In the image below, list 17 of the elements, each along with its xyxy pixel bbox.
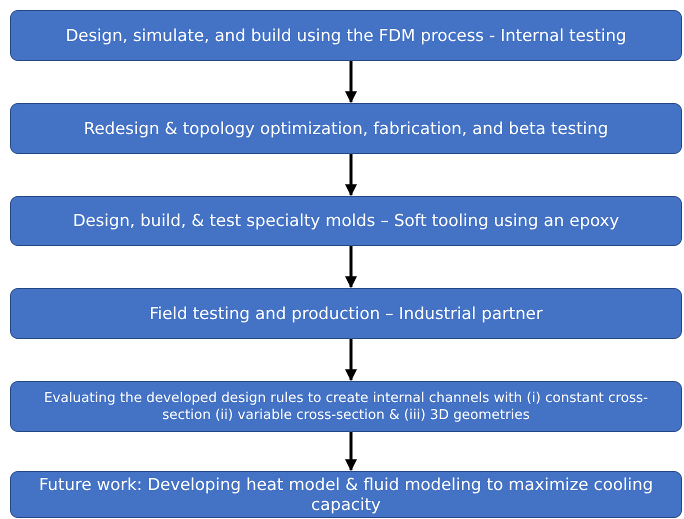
process-box: [10, 288, 682, 339]
step-text: Design, simulate, and build using the FDM process - Internal testing: [66, 26, 626, 46]
step-text: Future work: Developing heat model & fluid modeling to maximize cooling capacity: [38, 474, 654, 514]
step-text: Evaluating the developed design rules to create internal channels with (i) constant cross-section (ii) variable cross-section & (iii) 3D geometries: [43, 390, 649, 423]
arrow: [345, 154, 357, 196]
process-box: [10, 196, 682, 246]
arrow: [345, 246, 357, 288]
step-text: Redesign & topology optimization, fabrication, and beta testing: [84, 118, 608, 138]
step-text: Field testing and production – Industrial partner: [149, 304, 543, 324]
arrow: [345, 61, 357, 104]
process-box: [10, 103, 682, 154]
arrow: [345, 432, 357, 472]
arrow: [345, 339, 357, 382]
process-box: [10, 471, 682, 518]
process-box: [10, 10, 682, 61]
step-text: Design, build, & test specialty molds – Soft tooling using an epoxy: [72, 211, 620, 231]
process-box: [10, 381, 682, 432]
